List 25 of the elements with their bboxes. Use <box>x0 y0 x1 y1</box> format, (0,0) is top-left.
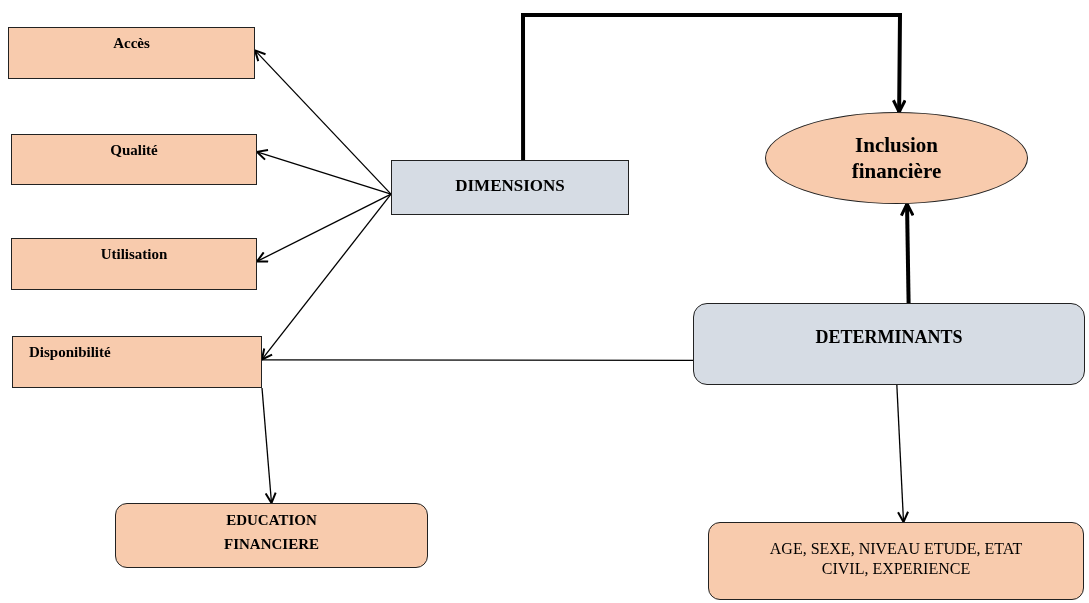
dimensions-box <box>391 160 629 215</box>
node-label: Utilisation <box>100 245 168 264</box>
dimension-box <box>8 27 255 79</box>
arrow <box>256 193 392 263</box>
outcome-box <box>115 503 428 568</box>
arrow <box>254 49 392 195</box>
dimension-box <box>11 134 257 185</box>
node-label: EDUCATION FINANCIERE <box>223 511 320 554</box>
arrow <box>896 384 910 523</box>
dimension-box <box>12 336 262 388</box>
node-label: Inclusion financière <box>850 131 943 185</box>
arrow <box>521 13 907 160</box>
node-label: Accès <box>113 34 150 53</box>
node-label: Qualité <box>110 141 158 160</box>
node-label: DIMENSIONS <box>455 175 565 197</box>
arrow <box>256 149 392 195</box>
factors-box <box>708 522 1084 600</box>
arrow <box>899 202 915 304</box>
arrow <box>261 387 277 504</box>
node-label: Disponibilité <box>29 343 111 362</box>
arrow <box>261 193 392 361</box>
node-label: AGE, SEXE, NIVEAU ETUDE, ETAT CIVIL, EXPERIENCE <box>768 539 1024 579</box>
dimension-box <box>11 238 257 290</box>
determinants-box <box>693 303 1085 385</box>
node-label: DETERMINANTS <box>815 326 963 349</box>
